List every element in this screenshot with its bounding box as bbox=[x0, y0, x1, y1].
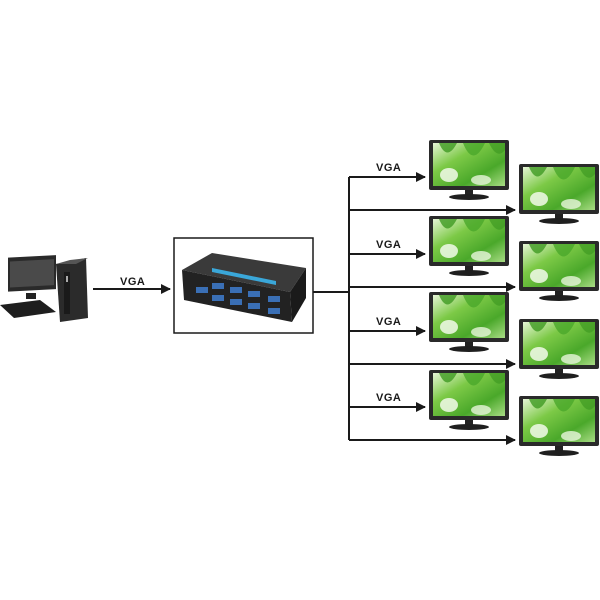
vga-splitter-device-icon bbox=[182, 253, 306, 322]
output-branches bbox=[349, 172, 516, 445]
output-vga-label-7: VGA bbox=[376, 392, 402, 404]
monitor-icon-6 bbox=[519, 319, 599, 379]
output-vga-label-1: VGA bbox=[376, 162, 402, 174]
monitor-icon-3 bbox=[429, 216, 509, 276]
output-vga-label-3: VGA bbox=[376, 239, 402, 251]
monitors bbox=[429, 140, 599, 456]
monitor-icon-2 bbox=[519, 164, 599, 224]
monitor-icon-4 bbox=[519, 241, 599, 301]
output-vga-label-5: VGA bbox=[376, 316, 402, 328]
monitor-icon-8 bbox=[519, 396, 599, 456]
monitor-icon-7 bbox=[429, 370, 509, 430]
input-vga-label: VGA bbox=[120, 276, 146, 288]
monitor-icon-5 bbox=[429, 292, 509, 352]
monitor-icon-1 bbox=[429, 140, 509, 200]
desktop-computer-icon bbox=[0, 255, 88, 322]
